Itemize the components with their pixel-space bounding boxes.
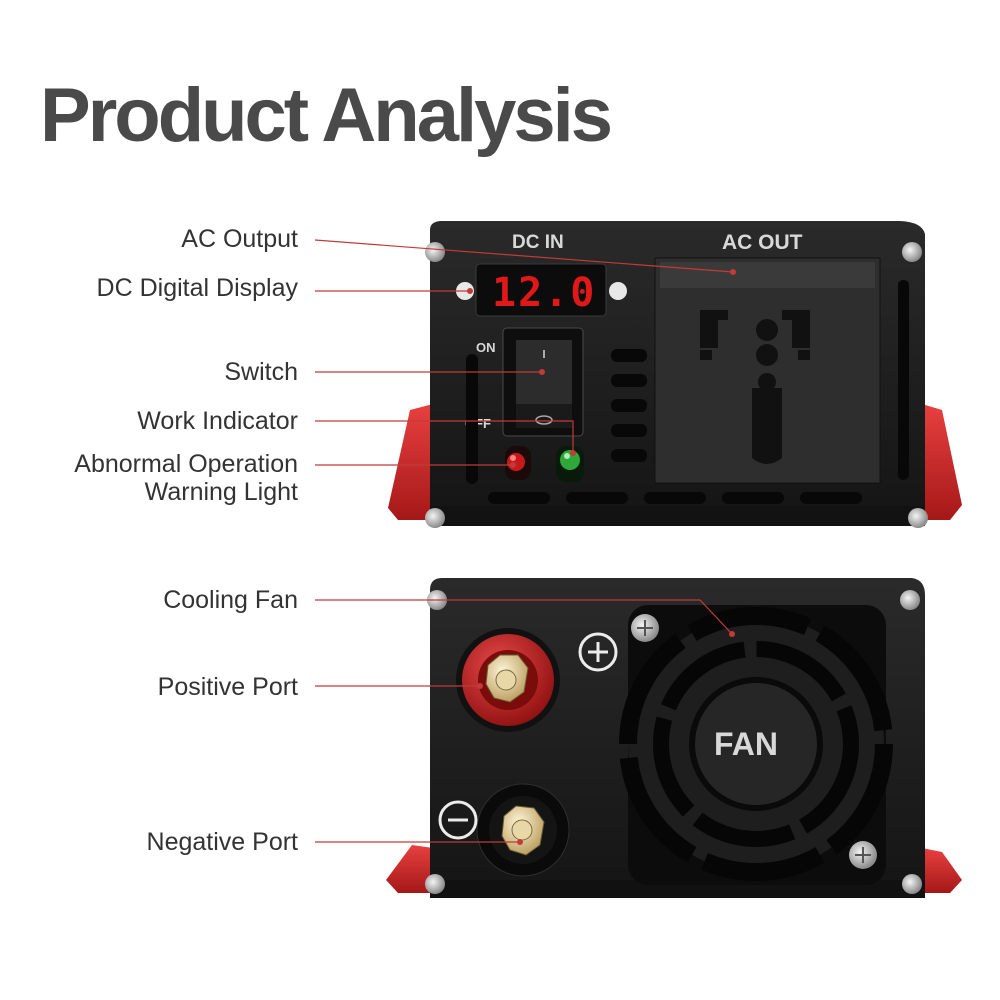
plus-icon: [578, 632, 618, 672]
work-indicator-led: [556, 446, 584, 482]
screw: [908, 508, 928, 528]
negative-port[interactable]: [476, 783, 570, 877]
fan-label: FAN: [714, 726, 778, 762]
label-negative-port: Negative Port: [146, 828, 298, 856]
display-value: 12.0: [492, 270, 596, 316]
label-cooling-fan: Cooling Fan: [163, 586, 298, 614]
positive-port[interactable]: [456, 628, 560, 732]
left-foot: [388, 404, 433, 520]
on-label: ON: [476, 340, 496, 355]
label-work-indicator: Work Indicator: [137, 407, 298, 435]
label-abnormal-operation: Abnormal Operation: [74, 450, 298, 478]
page-title: Product Analysis: [40, 73, 613, 158]
label-ac-output: AC Output: [181, 225, 298, 253]
label-switch: Switch: [224, 358, 298, 386]
rocker-switch[interactable]: [502, 327, 584, 437]
front-panel: 12.0 DC IN AC OUT ON OFF: [388, 221, 962, 528]
right-foot: [922, 404, 962, 520]
label-warning-light: Warning Light: [144, 478, 298, 506]
screw: [902, 242, 922, 262]
dc-in-label: DC IN: [512, 232, 564, 253]
warning-led: [505, 446, 531, 480]
back-panel: FAN: [386, 578, 962, 898]
digital-display: [475, 263, 607, 317]
front-leader-lines: [314, 239, 734, 466]
ac-output-socket[interactable]: [654, 257, 881, 484]
label-positive-port: Positive Port: [157, 673, 298, 701]
back-leader-lines: [315, 599, 733, 843]
minus-icon: [438, 800, 478, 840]
screw: [425, 508, 445, 528]
ac-out-label: AC OUT: [722, 231, 803, 254]
screw: [425, 242, 445, 262]
label-dc-digital-display: DC Digital Display: [96, 274, 298, 302]
cooling-fan: FAN: [619, 605, 893, 885]
